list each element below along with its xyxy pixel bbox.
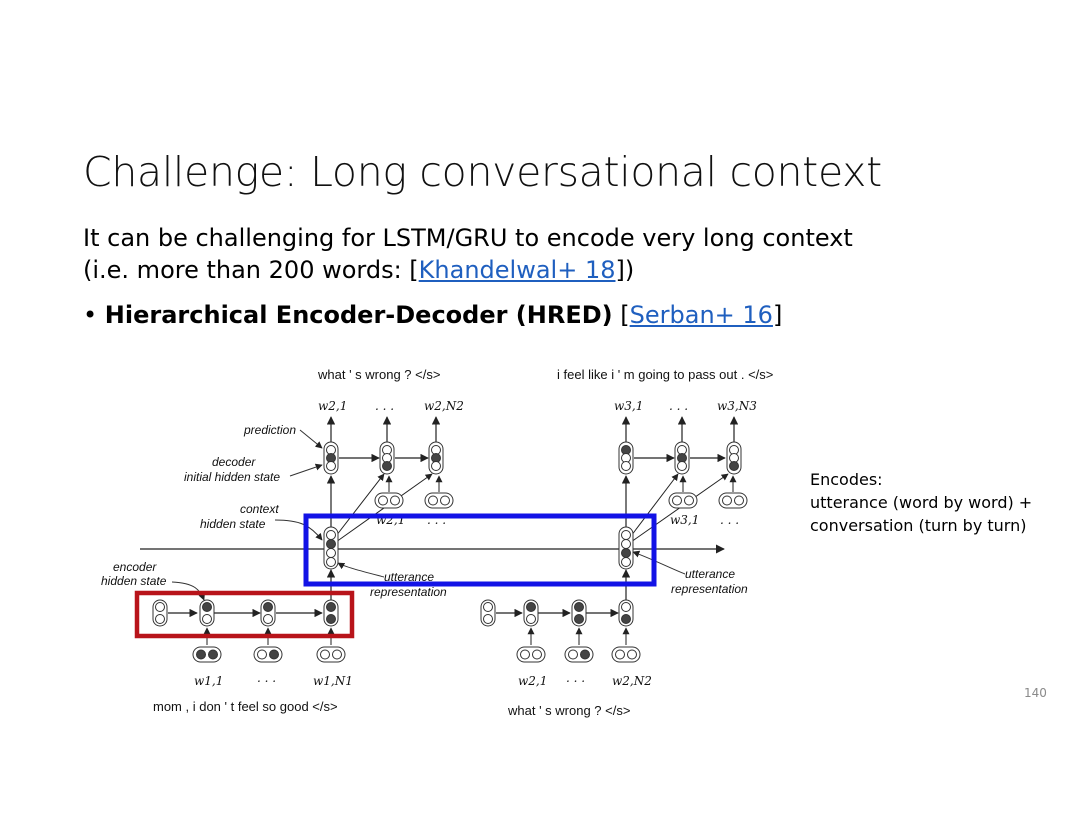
word-w1N1-bot: w1,N1 bbox=[313, 674, 353, 688]
decoder-node bbox=[379, 441, 395, 475]
embedding-node bbox=[192, 646, 222, 663]
embedding-node bbox=[374, 492, 404, 509]
bottom-sentence-right: what ' s wrong ? </s> bbox=[507, 703, 630, 718]
top-sentence-right: i feel like i ' m going to pass out . </… bbox=[557, 367, 773, 382]
embedding-node bbox=[253, 646, 283, 663]
embedding-node bbox=[668, 492, 698, 509]
label-prediction: prediction bbox=[243, 423, 296, 437]
decoder-node bbox=[323, 441, 339, 475]
label-decoder-2: initial hidden state bbox=[184, 470, 280, 484]
decoder-node bbox=[428, 441, 444, 475]
label-context-2: hidden state bbox=[200, 517, 266, 531]
ellipsis-bot-left: . . . bbox=[257, 671, 276, 685]
bullet-hred: • Hierarchical Encoder-Decoder (HRED) [S… bbox=[83, 299, 782, 331]
ellipsis-top-left: . . . bbox=[375, 399, 394, 413]
context-highlight-box bbox=[303, 513, 657, 587]
top-sentence-left: what ' s wrong ? </s> bbox=[317, 367, 440, 382]
decoder-node bbox=[726, 441, 742, 475]
word-w11-bot: w1,1 bbox=[194, 674, 223, 688]
label-utt-rep-2b: representation bbox=[671, 582, 748, 596]
word-w31-mid: w3,1 bbox=[670, 513, 699, 527]
word-w2N2-top: w2,N2 bbox=[424, 399, 464, 413]
body-line-2-suffix: ]) bbox=[615, 256, 635, 284]
word-w31-top: w3,1 bbox=[614, 399, 643, 413]
embedding-node bbox=[718, 492, 748, 509]
label-utt-rep-2a: utterance bbox=[685, 567, 735, 581]
encoder-node bbox=[571, 599, 587, 627]
bullet-bracket-open: [ bbox=[612, 301, 630, 329]
label-utt-rep-1a: utterance bbox=[384, 570, 434, 584]
bullet-bold-text: Hierarchical Encoder-Decoder (HRED) bbox=[104, 301, 613, 329]
embedding-node bbox=[564, 646, 594, 663]
encoder-node bbox=[480, 599, 496, 627]
encoder-node bbox=[523, 599, 539, 627]
body-line-2-prefix: (i.e. more than 200 words: [ bbox=[83, 256, 419, 284]
side-note: Encodes: utterance (word by word) + conv… bbox=[810, 468, 1032, 537]
word-w2N2-bot: w2,N2 bbox=[612, 674, 652, 688]
encoder-node bbox=[260, 599, 276, 627]
embedding-node bbox=[424, 492, 454, 509]
encoder-node bbox=[618, 599, 634, 627]
note-line-3: conversation (turn by turn) bbox=[810, 516, 1027, 535]
bottom-sentence-left: mom , i don ' t feel so good </s> bbox=[153, 699, 338, 714]
serban-link[interactable]: Serban+ 16 bbox=[629, 301, 773, 329]
label-encoder-2: hidden state bbox=[101, 574, 167, 588]
word-w21-top: w2,1 bbox=[318, 399, 347, 413]
embedding-node bbox=[316, 646, 346, 663]
decoder-node bbox=[674, 441, 690, 475]
slide-title: Challenge: Long conversational context bbox=[83, 148, 882, 196]
encoder-node bbox=[152, 599, 168, 627]
label-utt-rep-1b: representation bbox=[370, 585, 447, 599]
ellipsis-mid-right: . . . bbox=[720, 513, 739, 527]
label-decoder-1: decoder bbox=[212, 455, 256, 469]
encoder-node bbox=[323, 599, 339, 627]
body-text: It can be challenging for LSTM/GRU to en… bbox=[83, 222, 853, 286]
encoder-highlight-box bbox=[134, 590, 355, 639]
context-node bbox=[323, 526, 339, 570]
note-line-1: Encodes: bbox=[810, 470, 883, 489]
khandelwal-link[interactable]: Khandelwal+ 18 bbox=[418, 256, 616, 284]
word-w3N3-top: w3,N3 bbox=[717, 399, 757, 413]
body-line-2: (i.e. more than 200 words: [Khandelwal+ … bbox=[83, 254, 853, 286]
embedding-node bbox=[611, 646, 641, 663]
ellipsis-bot-right: . . . bbox=[566, 671, 585, 685]
label-encoder-1: encoder bbox=[113, 560, 157, 574]
encoder-node bbox=[199, 599, 215, 627]
bullet-bracket-close: ] bbox=[772, 301, 783, 329]
embedding-node bbox=[516, 646, 546, 663]
label-context-1: context bbox=[240, 502, 279, 516]
bullet-symbol: • bbox=[83, 301, 98, 329]
page-number: 140 bbox=[1024, 686, 1047, 700]
note-line-2: utterance (word by word) + bbox=[810, 493, 1033, 512]
decoder-node bbox=[618, 441, 634, 475]
ellipsis-top-right: . . . bbox=[669, 399, 688, 413]
body-line-1: It can be challenging for LSTM/GRU to en… bbox=[83, 224, 853, 252]
word-w21-bot: w2,1 bbox=[518, 674, 547, 688]
context-node bbox=[618, 526, 634, 570]
